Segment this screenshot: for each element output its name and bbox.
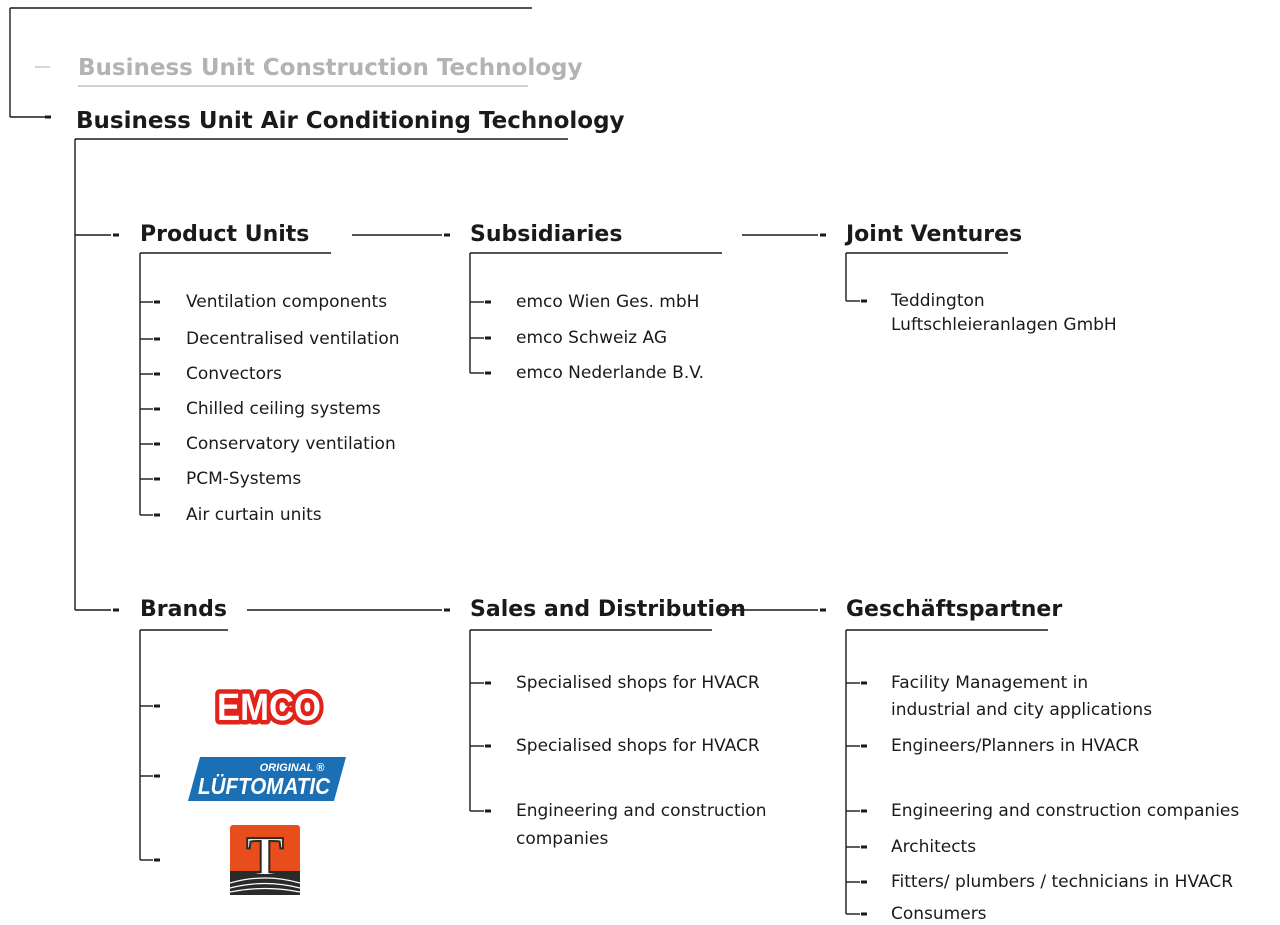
- partner-item: Fitters/ plumbers / technicians in HVACR: [891, 872, 1234, 892]
- svg-text:EMCO: EMCO: [217, 687, 321, 726]
- product-unit-item: Convectors: [186, 364, 282, 384]
- partner-item: Consumers: [891, 904, 987, 924]
- product-unit-item: Ventilation components: [186, 292, 388, 312]
- product-unit-item: Decentralised ventilation: [186, 329, 400, 349]
- svg-text:ORIGINAL ®: ORIGINAL ®: [260, 762, 326, 774]
- subsidiary-item: emco Wien Ges. mbH: [516, 292, 700, 312]
- svg-text:LÜFTOMATIC: LÜFTOMATIC: [198, 773, 330, 799]
- product-unit-item: Chilled ceiling systems: [186, 399, 381, 419]
- sales-item-line1: Engineering and construction: [516, 801, 767, 821]
- joint-venture-item-line2: Luftschleieranlagen GmbH: [891, 315, 1117, 335]
- product-unit-item: Conservatory ventilation: [186, 434, 396, 454]
- subsidiary-item: emco Schweiz AG: [516, 328, 667, 348]
- emco-logo: EMCO EMCO: [213, 684, 326, 726]
- luftomatic-logo: ORIGINAL ® LÜFTOMATIC: [188, 757, 346, 801]
- teddington-logo: T: [230, 825, 300, 895]
- product-unit-item: Air curtain units: [186, 505, 322, 525]
- svg-text:EMCO: EMCO: [217, 687, 321, 726]
- svg-text:T: T: [246, 826, 283, 888]
- sales-heading: Sales and Distribution: [470, 597, 746, 622]
- partner-item: Engineers/Planners in HVACR: [891, 736, 1140, 756]
- product-unit-item: PCM-Systems: [186, 469, 302, 489]
- partner-item: Architects: [891, 837, 977, 857]
- partners-heading: Geschäftspartner: [846, 597, 1063, 622]
- sales-item-line2: companies: [516, 829, 609, 849]
- partner-item: Engineering and construction companies: [891, 801, 1240, 821]
- joint-ventures-heading: Joint Ventures: [846, 222, 1023, 247]
- business-unit-air-conditioning: Business Unit Air Conditioning Technolog…: [76, 108, 625, 134]
- sales-item: Specialised shops for HVACR: [516, 673, 760, 693]
- sales-item: Specialised shops for HVACR: [516, 736, 760, 756]
- subsidiary-item: emco Nederlande B.V.: [516, 363, 705, 383]
- business-unit-construction: Business Unit Construction Technology: [78, 55, 583, 81]
- brands-heading: Brands: [140, 597, 227, 622]
- partner-item-line2: industrial and city applications: [891, 700, 1153, 720]
- product-units-heading: Product Units: [140, 222, 310, 247]
- subsidiaries-heading: Subsidiaries: [470, 222, 623, 247]
- partner-item-line1: Facility Management in: [891, 673, 1089, 693]
- joint-venture-item-line1: Teddington: [891, 291, 985, 311]
